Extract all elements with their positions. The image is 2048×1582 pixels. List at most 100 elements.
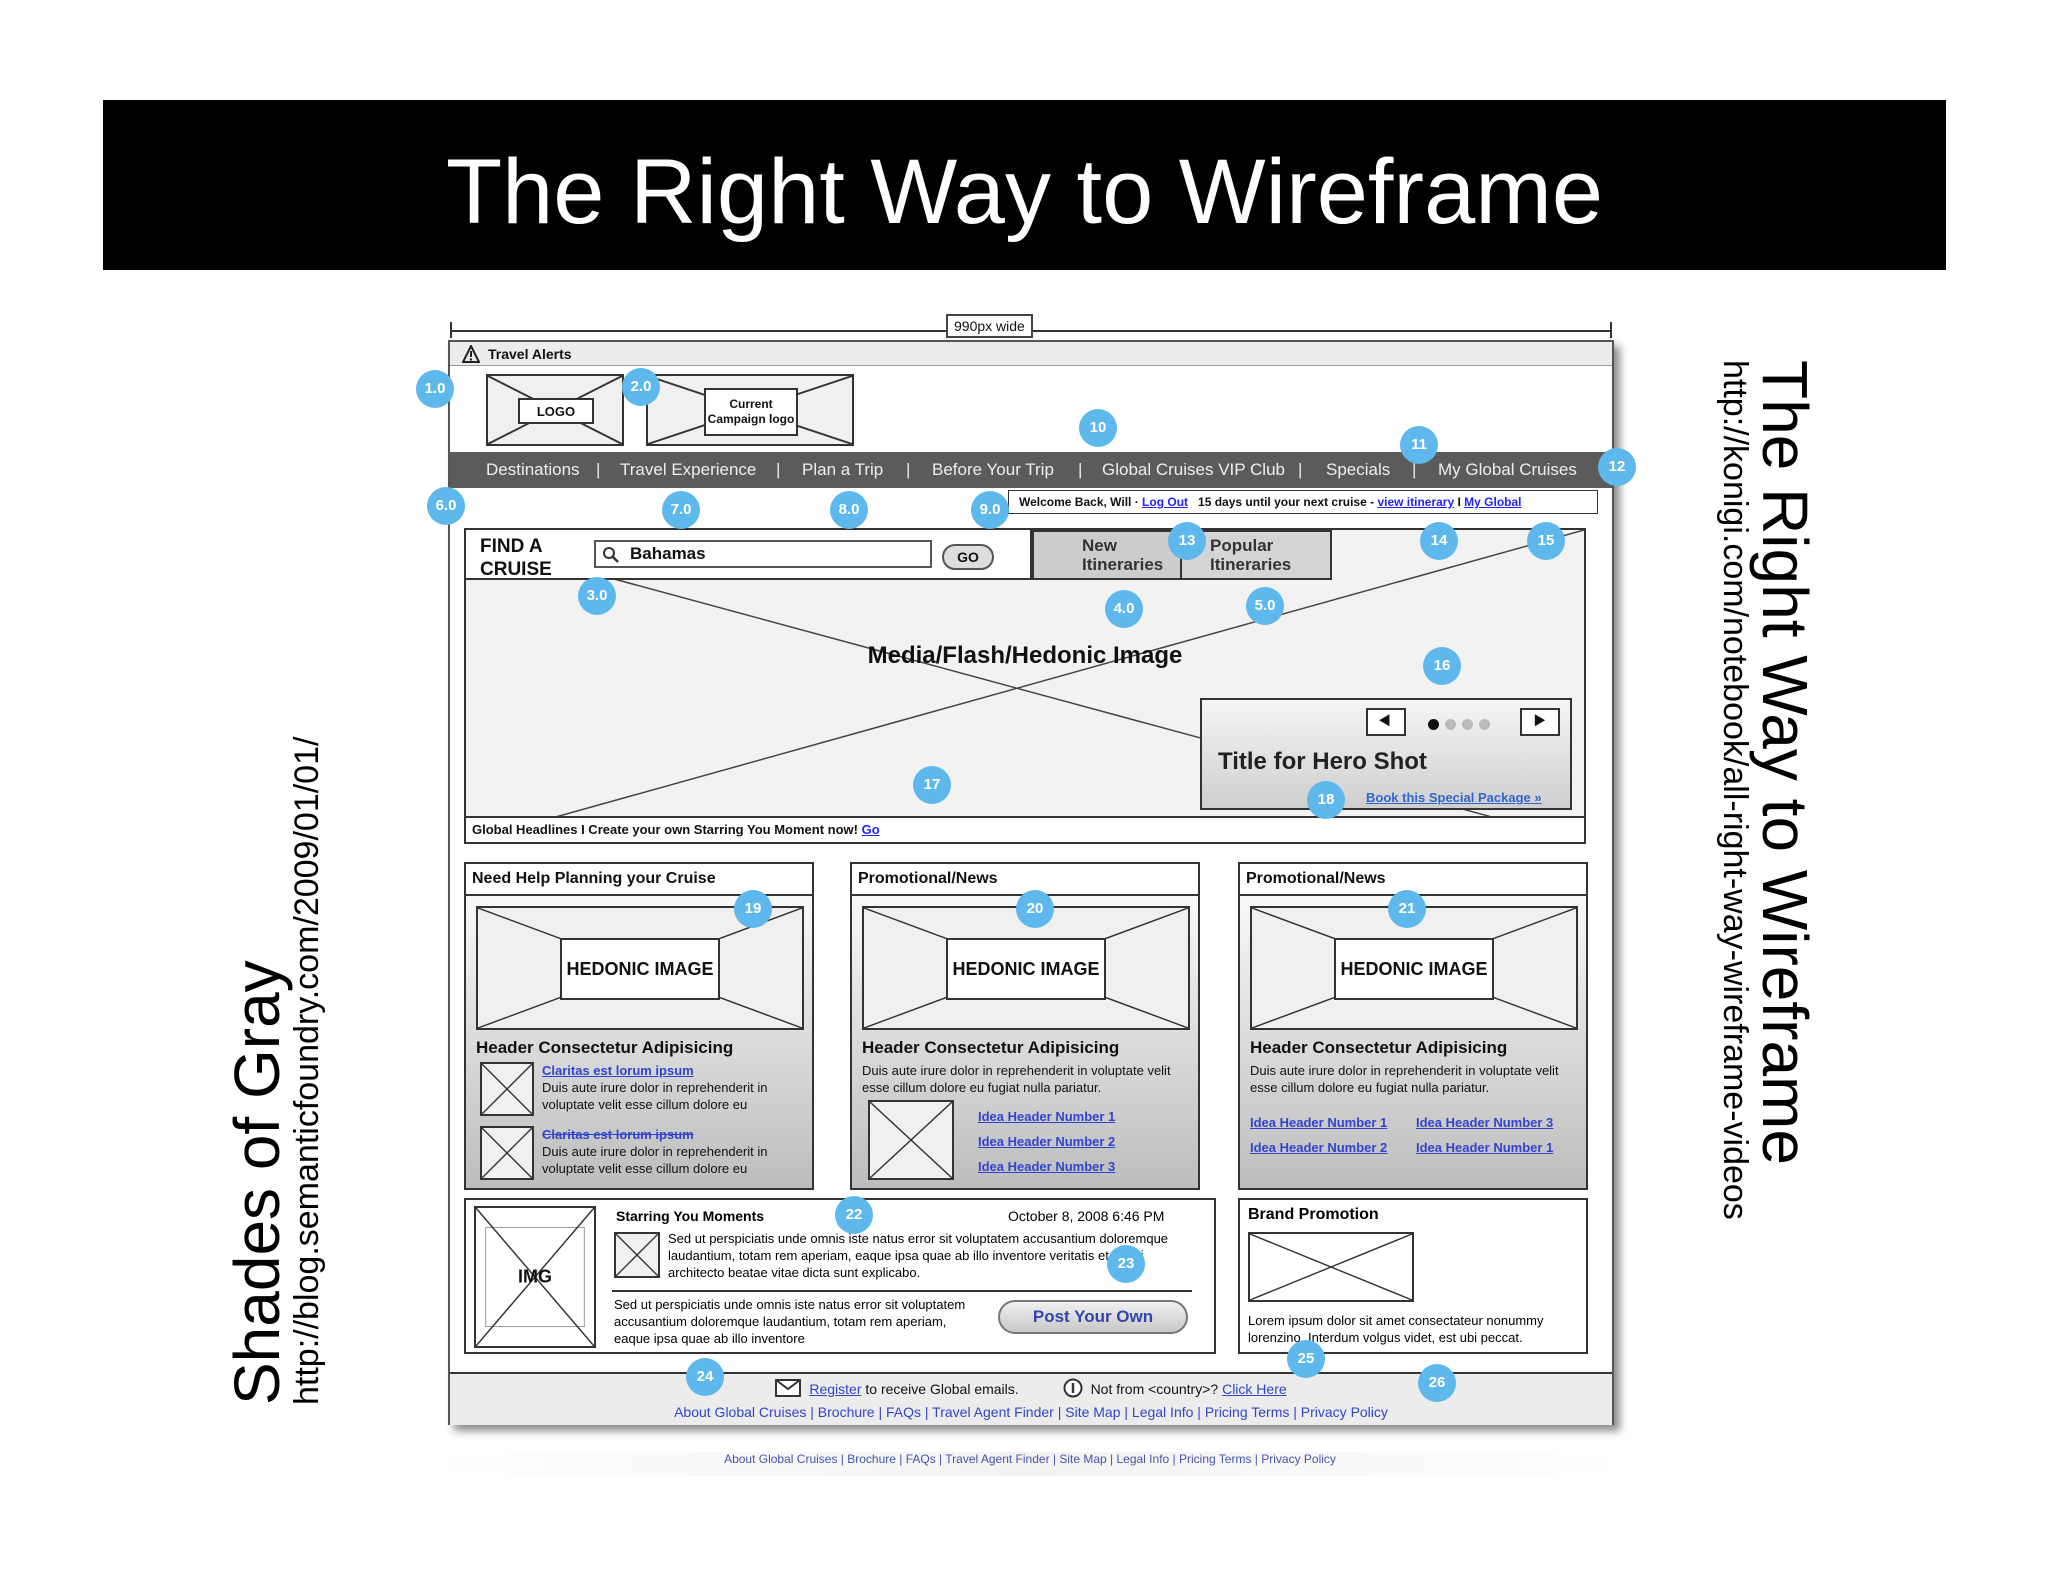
starring-text-2: Sed ut perspiciatis unde omnis iste natu… <box>614 1297 966 1346</box>
warning-icon <box>462 345 480 363</box>
info-icon <box>1063 1378 1083 1398</box>
cruise-search-input[interactable]: Bahamas <box>594 540 932 568</box>
welcome-bar: Welcome Back, Will · Log Out 15 days unt… <box>1008 490 1598 514</box>
annotation-marker: 15 <box>1527 522 1565 560</box>
next-button[interactable] <box>1520 708 1560 736</box>
annotation-marker: 8.0 <box>830 491 868 529</box>
hedonic-image-label: HEDONIC IMAGE <box>1334 938 1494 1000</box>
hedonic-image-label: HEDONIC IMAGE <box>946 938 1106 1000</box>
search-icon <box>603 547 619 563</box>
nav-separator: | <box>1078 460 1083 479</box>
travel-alerts-bar[interactable]: Travel Alerts <box>450 342 1612 366</box>
annotation-marker: 1.0 <box>416 370 454 408</box>
hero-media: FIND A CRUISE Bahamas GO New Itineraries… <box>464 528 1586 844</box>
left-caption: Shades of Gray http://blog.semanticfound… <box>220 737 327 1405</box>
idea-header-link[interactable]: Idea Header Number 2 <box>978 1134 1116 1149</box>
prev-button[interactable] <box>1366 708 1406 736</box>
logo[interactable]: LOGO <box>486 374 624 446</box>
post-your-own-button[interactable]: Post Your Own <box>998 1300 1188 1334</box>
panel-title: Promotional/News <box>852 864 1198 896</box>
brand-text: Lorem ipsum dolor sit amet consectateur … <box>1248 1313 1544 1345</box>
idea-header-link[interactable]: Idea Header Number 1 <box>1250 1115 1388 1130</box>
wireframe: Travel Alerts LOGO Current Campaign logo… <box>448 340 1614 1425</box>
register-link[interactable]: Register <box>809 1381 862 1397</box>
thumbnail <box>868 1100 954 1180</box>
annotation-marker: 22 <box>835 1196 873 1234</box>
nav-specials[interactable]: Specials <box>1326 460 1391 479</box>
item-text: Duis aute irure dolor in reprehenderit i… <box>542 1144 768 1176</box>
thumbnail <box>480 1062 534 1116</box>
click-here-link[interactable]: Click Here <box>1222 1381 1287 1397</box>
nav-plan-a-trip[interactable]: Plan a Trip <box>802 460 884 479</box>
idea-header-link[interactable]: Idea Header Number 3 <box>1416 1115 1554 1130</box>
nav-separator: | <box>776 460 781 479</box>
find-a-cruise-label: FIND A CRUISE <box>480 536 552 580</box>
global-headlines: Global Headlines I Create your own Starr… <box>466 816 1584 842</box>
register-text: to receive Global emails. <box>861 1381 1019 1397</box>
right-caption: The Right Way to Wireframe http://konigi… <box>1715 360 1822 1220</box>
annotation-marker: 19 <box>734 890 772 928</box>
thumbnail <box>480 1126 534 1180</box>
thumbnail <box>614 1232 660 1278</box>
nav-destinations[interactable]: Destinations <box>486 460 580 479</box>
idea-header-link[interactable]: Idea Header Number 2 <box>1250 1140 1388 1155</box>
nav-travel-experience[interactable]: Travel Experience <box>620 460 757 479</box>
nav-vip-club[interactable]: Global Cruises VIP Club <box>1102 460 1285 479</box>
annotation-marker: 5.0 <box>1246 587 1284 625</box>
title-bar: The Right Way to Wireframe <box>103 100 1946 270</box>
idea-header-link[interactable]: Idea Header Number 3 <box>978 1159 1116 1174</box>
idea-header-link[interactable]: Idea Header Number 1 <box>1416 1140 1554 1155</box>
book-package-link[interactable]: Book this Special Package » <box>1366 790 1542 805</box>
nav-my-global-cruises[interactable]: My Global Cruises <box>1438 460 1577 479</box>
panel-header: Header Consectetur Adipisicing <box>862 1038 1120 1057</box>
claritas-link[interactable]: Claritas est lorum ipsum <box>542 1127 694 1142</box>
days-until-cruise: 15 days until your next cruise - <box>1198 495 1378 509</box>
hedonic-image: HEDONIC IMAGE <box>1250 906 1578 1030</box>
my-global-link[interactable]: My Global <box>1464 495 1522 509</box>
brand-promotion: Brand Promotion Lorem ipsum dolor sit am… <box>1238 1198 1588 1354</box>
idea-header-link[interactable]: Idea Header Number 1 <box>978 1109 1116 1124</box>
item-text: Duis aute irure dolor in reprehenderit i… <box>542 1080 768 1112</box>
annotation-marker: 6.0 <box>427 487 465 525</box>
annotation-marker: 23 <box>1107 1245 1145 1283</box>
nav-separator: | <box>906 460 911 479</box>
tab-new-itineraries[interactable]: New Itineraries <box>1032 530 1182 580</box>
main-nav: Destinations | Travel Experience | Plan … <box>450 452 1612 488</box>
footer-links[interactable]: About Global Cruises | Brochure | FAQs |… <box>674 1404 1388 1420</box>
mail-icon <box>775 1379 802 1397</box>
find-a-cruise: FIND A CRUISE Bahamas GO <box>466 530 1032 580</box>
welcome-separator: I <box>1454 495 1465 509</box>
carousel-dots[interactable] <box>1428 717 1496 735</box>
slide-title: The Right Way to Wireframe <box>445 141 1604 243</box>
annotation-marker: 13 <box>1168 522 1206 560</box>
brand-title: Brand Promotion <box>1248 1206 1379 1223</box>
annotation-marker: 3.0 <box>578 577 616 615</box>
logo-label: LOGO <box>518 398 594 424</box>
annotation-marker: 9.0 <box>971 491 1009 529</box>
campaign-logo-label: Current Campaign logo <box>704 388 798 436</box>
claritas-link[interactable]: Claritas est lorum ipsum <box>542 1063 694 1078</box>
annotation-marker: 14 <box>1420 522 1458 560</box>
nav-before-your-trip[interactable]: Before Your Trip <box>932 460 1054 479</box>
annotation-marker: 4.0 <box>1105 590 1143 628</box>
not-from-text: Not from <country>? <box>1090 1381 1223 1397</box>
annotation-marker: 7.0 <box>662 491 700 529</box>
right-heading: The Right Way to Wireframe <box>1749 360 1821 1165</box>
annotation-marker: 21 <box>1388 890 1426 928</box>
annotation-marker: 2.0 <box>622 368 660 406</box>
welcome-text: Welcome Back, Will · <box>1019 495 1143 509</box>
annotation-marker: 16 <box>1423 647 1461 685</box>
headlines-go-link[interactable]: Go <box>861 822 880 837</box>
starring-text: Sed ut perspiciatis unde omnis iste natu… <box>668 1231 1169 1280</box>
annotation-marker: 17 <box>913 766 951 804</box>
view-itinerary-link[interactable]: view itinerary <box>1377 495 1455 509</box>
annotation-marker: 10 <box>1079 409 1117 447</box>
go-button[interactable]: GO <box>942 544 994 570</box>
annotation-marker: 20 <box>1016 890 1054 928</box>
travel-alerts-label: Travel Alerts <box>488 346 572 362</box>
hedonic-image-label: HEDONIC IMAGE <box>560 938 720 1000</box>
logout-link[interactable]: Log Out <box>1142 495 1189 509</box>
hero-title: Title for Hero Shot <box>1218 748 1427 775</box>
nav-separator: | <box>596 460 601 479</box>
